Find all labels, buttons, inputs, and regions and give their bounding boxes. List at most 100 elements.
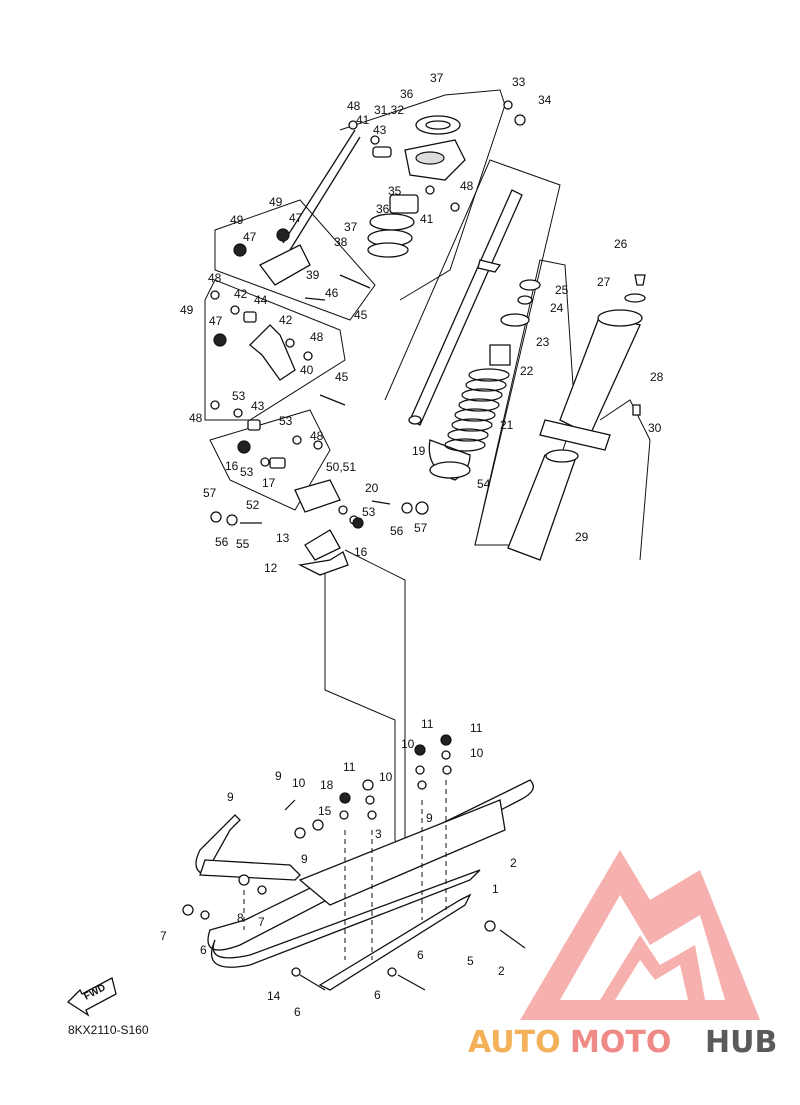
- callout-label: 24: [550, 301, 564, 315]
- callout-label: 40: [300, 363, 314, 377]
- callout-label: 9: [227, 790, 234, 804]
- callout-label: 41: [356, 113, 370, 127]
- callout-label: 10: [292, 776, 306, 790]
- callout-label: 43: [373, 123, 387, 137]
- callout-label: 30: [648, 421, 662, 435]
- callout-label: 53: [232, 389, 246, 403]
- callout-label: 39: [306, 268, 320, 282]
- callout-label: 14: [267, 989, 281, 1003]
- callout-label: 44: [254, 293, 268, 307]
- callout-label: 11: [421, 717, 434, 731]
- callout-label: 1: [492, 882, 499, 896]
- callout-label: 28: [650, 370, 664, 384]
- callout-label: 56: [215, 535, 229, 549]
- callout-label: 50,51: [326, 460, 356, 474]
- callout-label: 31,32: [374, 103, 404, 117]
- diagram-code: 8KX2110-S160: [68, 1023, 149, 1037]
- watermark-text: AUTO MOTO HUB: [468, 1025, 777, 1060]
- fwd-arrow-icon: FWD: [66, 977, 117, 1017]
- callout-label: 38: [334, 235, 348, 249]
- callout-label: 6: [294, 1005, 301, 1019]
- callout-label: 10: [379, 770, 393, 784]
- callout-label: 11: [470, 721, 483, 735]
- linkage-assembly: [210, 129, 371, 450]
- callout-label: 42: [279, 313, 293, 327]
- callout-label: 18: [320, 778, 334, 792]
- callout-label: 9: [275, 769, 282, 783]
- callout-label: 6: [417, 948, 424, 962]
- callout-label: 15: [318, 804, 332, 818]
- callout-label: 6: [374, 988, 381, 1002]
- callout-label: 9: [301, 852, 308, 866]
- callout-label: 6: [200, 943, 207, 957]
- callout-label: 34: [538, 93, 552, 107]
- callout-label: 3: [375, 827, 382, 841]
- callout-label: 10: [470, 746, 484, 760]
- callout-label: 22: [520, 364, 534, 378]
- callout-label: 53: [279, 414, 293, 428]
- svg-text:MOTO: MOTO: [570, 1025, 671, 1060]
- callout-label: 37: [344, 220, 358, 234]
- callout-label: 13: [276, 531, 290, 545]
- callout-label: 35: [388, 184, 402, 198]
- callout-label: 48: [310, 330, 324, 344]
- callout-label: 43: [251, 399, 265, 413]
- shock-absorber: [408, 189, 646, 561]
- svg-text:HUB: HUB: [705, 1025, 777, 1060]
- callout-label: 25: [555, 283, 569, 297]
- callout-label: 49: [269, 195, 283, 209]
- callout-label: 55: [236, 537, 250, 551]
- callout-label: 57: [203, 486, 217, 500]
- callout-label: 48: [208, 271, 222, 285]
- callout-label: 27: [597, 275, 611, 289]
- callout-label: 2: [510, 856, 517, 870]
- callout-label: 45: [335, 370, 349, 384]
- callout-label: 33: [512, 75, 526, 89]
- callout-label: 23: [536, 335, 550, 349]
- callout-label: 8: [237, 911, 244, 925]
- callout-label: 47: [209, 314, 223, 328]
- callout-label: 9: [426, 811, 433, 825]
- callout-label: 52: [246, 498, 260, 512]
- callout-label: 56: [390, 524, 404, 538]
- callout-label: 26: [614, 237, 628, 251]
- callout-label: 4: [0, 0, 7, 3]
- callout-label: 37: [430, 71, 444, 85]
- callout-label: 47: [243, 230, 257, 244]
- callout-label: 21: [500, 418, 514, 432]
- callout-label: 16: [225, 459, 239, 473]
- callout-label: 53: [362, 505, 376, 519]
- callout-label: 10: [401, 737, 415, 751]
- callout-label: 49: [180, 303, 194, 317]
- top-cap-assembly: [348, 100, 526, 258]
- callout-label: 48: [460, 179, 474, 193]
- callout-label: 19: [412, 444, 426, 458]
- callout-label: 36: [400, 87, 414, 101]
- callout-label: 16: [354, 545, 368, 559]
- callout-label: 11: [343, 760, 356, 774]
- group-outlines: [204, 89, 651, 861]
- callout-label: 17: [262, 476, 276, 490]
- callout-label: 48: [189, 411, 203, 425]
- callout-label: 49: [230, 213, 244, 227]
- watermark-logo: [520, 850, 760, 1020]
- callout-label: 20: [365, 481, 379, 495]
- callout-label: 48: [347, 99, 361, 113]
- callout-label: 7: [160, 929, 167, 943]
- callout-label: 46: [325, 286, 339, 300]
- callout-label: 53: [240, 465, 254, 479]
- callout-label: 12: [264, 561, 278, 575]
- callout-label: 5: [467, 954, 474, 968]
- callout-label: 48: [310, 429, 324, 443]
- callout-label: 41: [420, 212, 434, 226]
- callout-label: 57: [414, 521, 428, 535]
- ski-assembly: [182, 734, 534, 991]
- callout-label: 29: [575, 530, 589, 544]
- svg-text:AUTO: AUTO: [468, 1025, 561, 1060]
- callout-label: 7: [258, 915, 265, 929]
- callout-label: 54: [477, 477, 491, 491]
- callout-label: 42: [234, 287, 248, 301]
- callout-label: 36: [376, 202, 390, 216]
